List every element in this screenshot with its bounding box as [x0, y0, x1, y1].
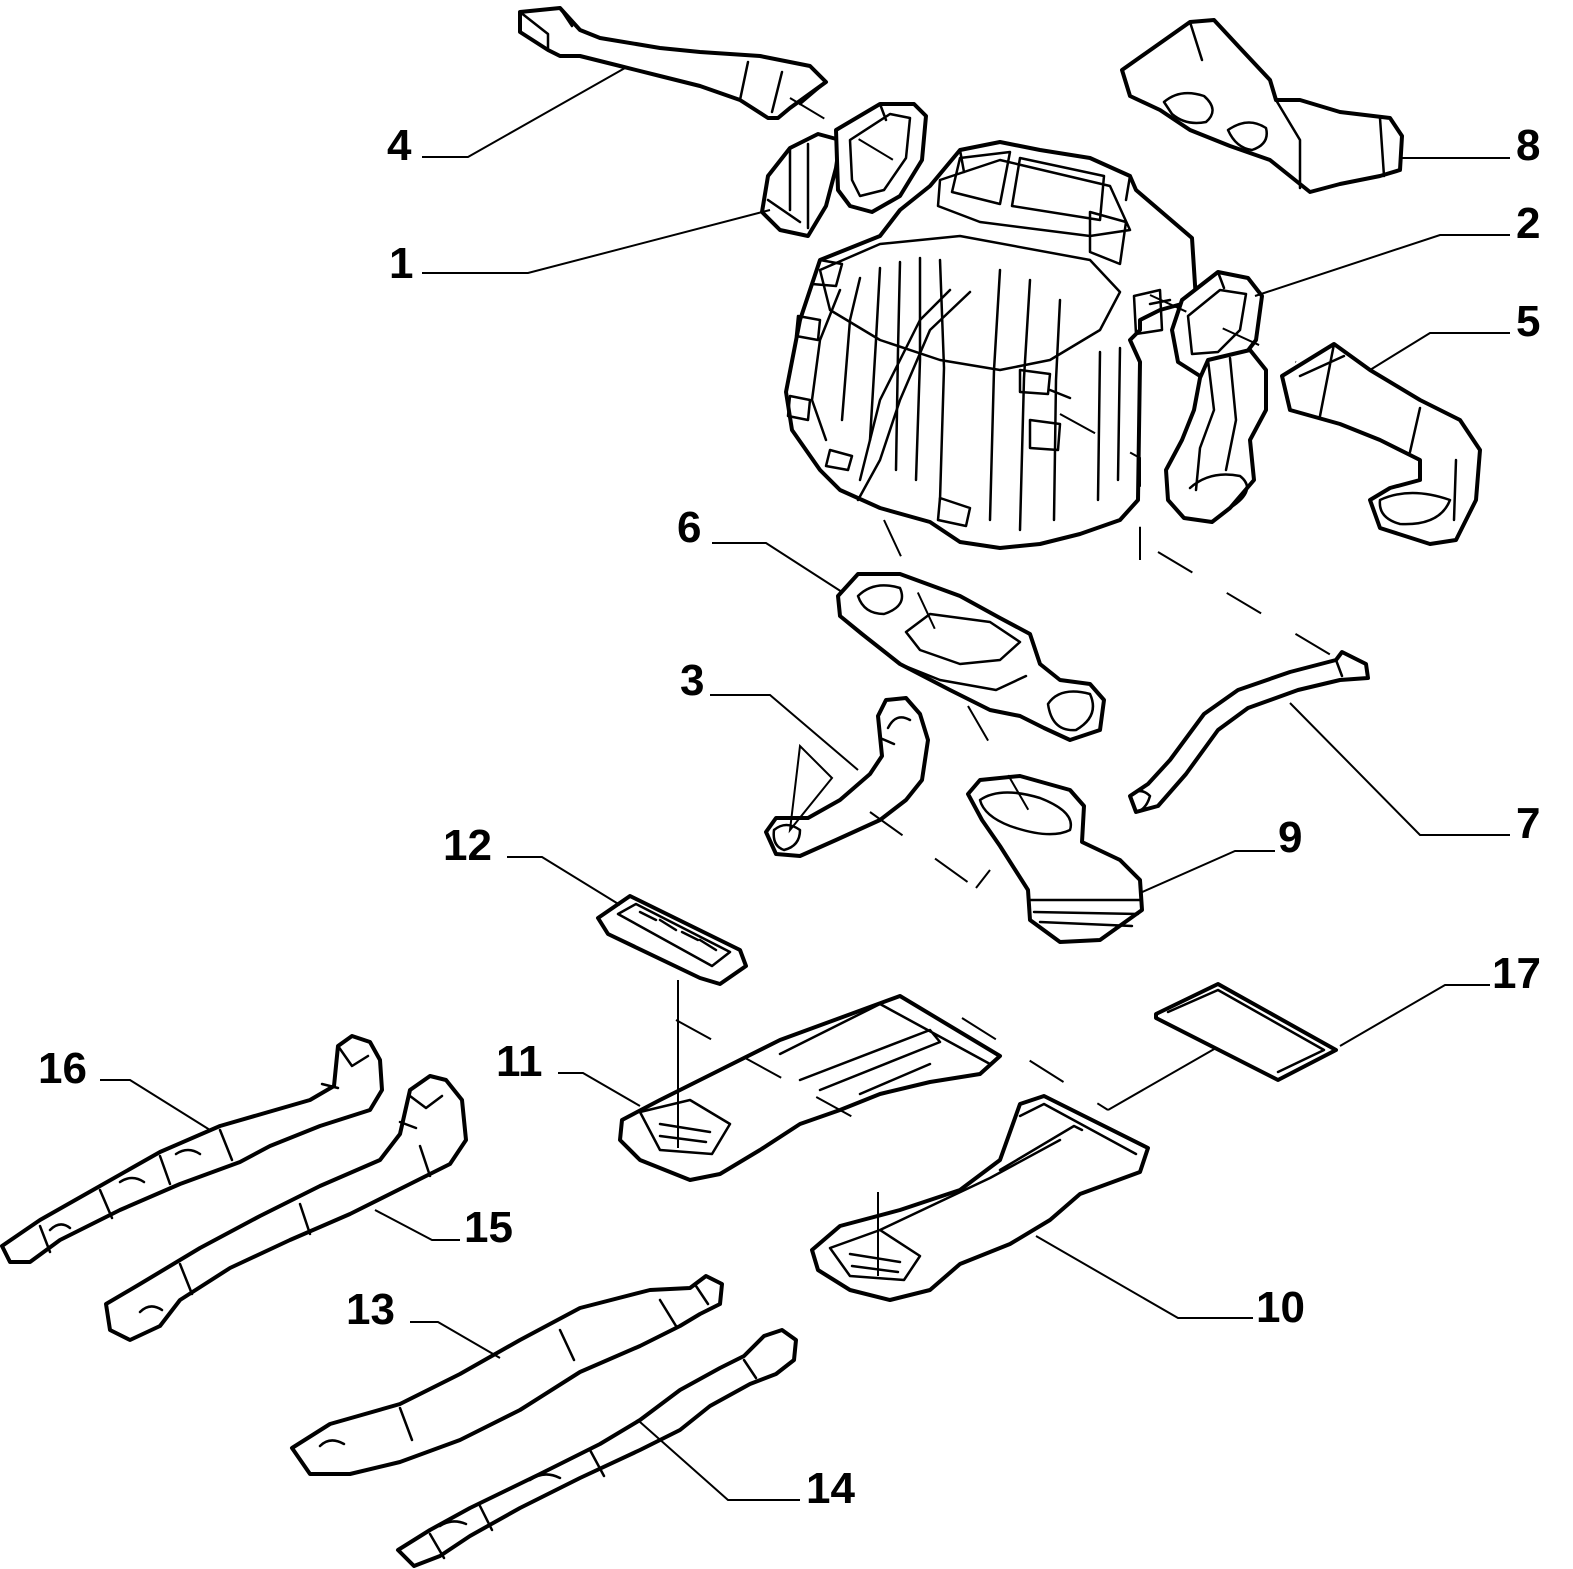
callout-15: 15	[464, 1203, 513, 1252]
callout-3: 3	[680, 656, 704, 705]
callout-7: 7	[1516, 799, 1540, 848]
part-11-floor-duct[interactable]	[618, 994, 1002, 1182]
part-16-rear-duct[interactable]	[0, 1034, 384, 1264]
part-3-pipe[interactable]	[764, 696, 930, 858]
callout-5: 5	[1516, 297, 1540, 346]
part-2-down-duct[interactable]	[1164, 348, 1268, 524]
part-12-grille[interactable]	[596, 894, 748, 986]
assembly-lines	[675, 97, 1337, 1276]
callout-17: 17	[1492, 949, 1541, 998]
callout-2: 2	[1516, 199, 1540, 248]
callout-8: 8	[1516, 121, 1540, 170]
callout-10: 10	[1256, 1283, 1305, 1332]
part-14-rear-duct[interactable]	[396, 1328, 798, 1568]
part-15-rear-duct[interactable]	[104, 1074, 468, 1342]
callout-16: 16	[38, 1044, 87, 1093]
callout-1: 1	[389, 239, 413, 288]
part-6-distribution-duct[interactable]	[836, 572, 1106, 742]
callout-11: 11	[496, 1037, 543, 1086]
part-1-frame-bracket[interactable]	[834, 102, 928, 214]
part-4-left-upper-duct[interactable]	[518, 6, 828, 120]
part-13-rear-duct[interactable]	[290, 1274, 724, 1476]
part-17-flat-panel[interactable]	[1154, 982, 1338, 1082]
callout-9: 9	[1278, 813, 1302, 862]
part-9-lower-outlet-duct[interactable]	[966, 774, 1144, 944]
part-2-right-outlet-connector[interactable]	[1170, 270, 1264, 378]
callout-14: 14	[806, 1464, 855, 1513]
callout-4: 4	[387, 121, 412, 170]
part-5-right-lower-duct[interactable]	[1280, 342, 1482, 546]
part-1-left-outlet-connector[interactable]	[760, 132, 842, 238]
callout-12: 12	[443, 821, 492, 870]
part-8-right-upper-duct[interactable]	[1120, 18, 1404, 194]
callout-labels: 4 1 8 2 5 6 3 7 9 12 17 11 16 15 10 13 1…	[38, 121, 1541, 1513]
part-7-tube[interactable]	[1128, 650, 1370, 814]
callout-6: 6	[677, 503, 701, 552]
callout-13: 13	[346, 1285, 395, 1334]
part-10-floor-duct[interactable]	[810, 1094, 1150, 1302]
heater-housing[interactable]	[784, 140, 1198, 550]
leader-lines	[100, 67, 1510, 1501]
